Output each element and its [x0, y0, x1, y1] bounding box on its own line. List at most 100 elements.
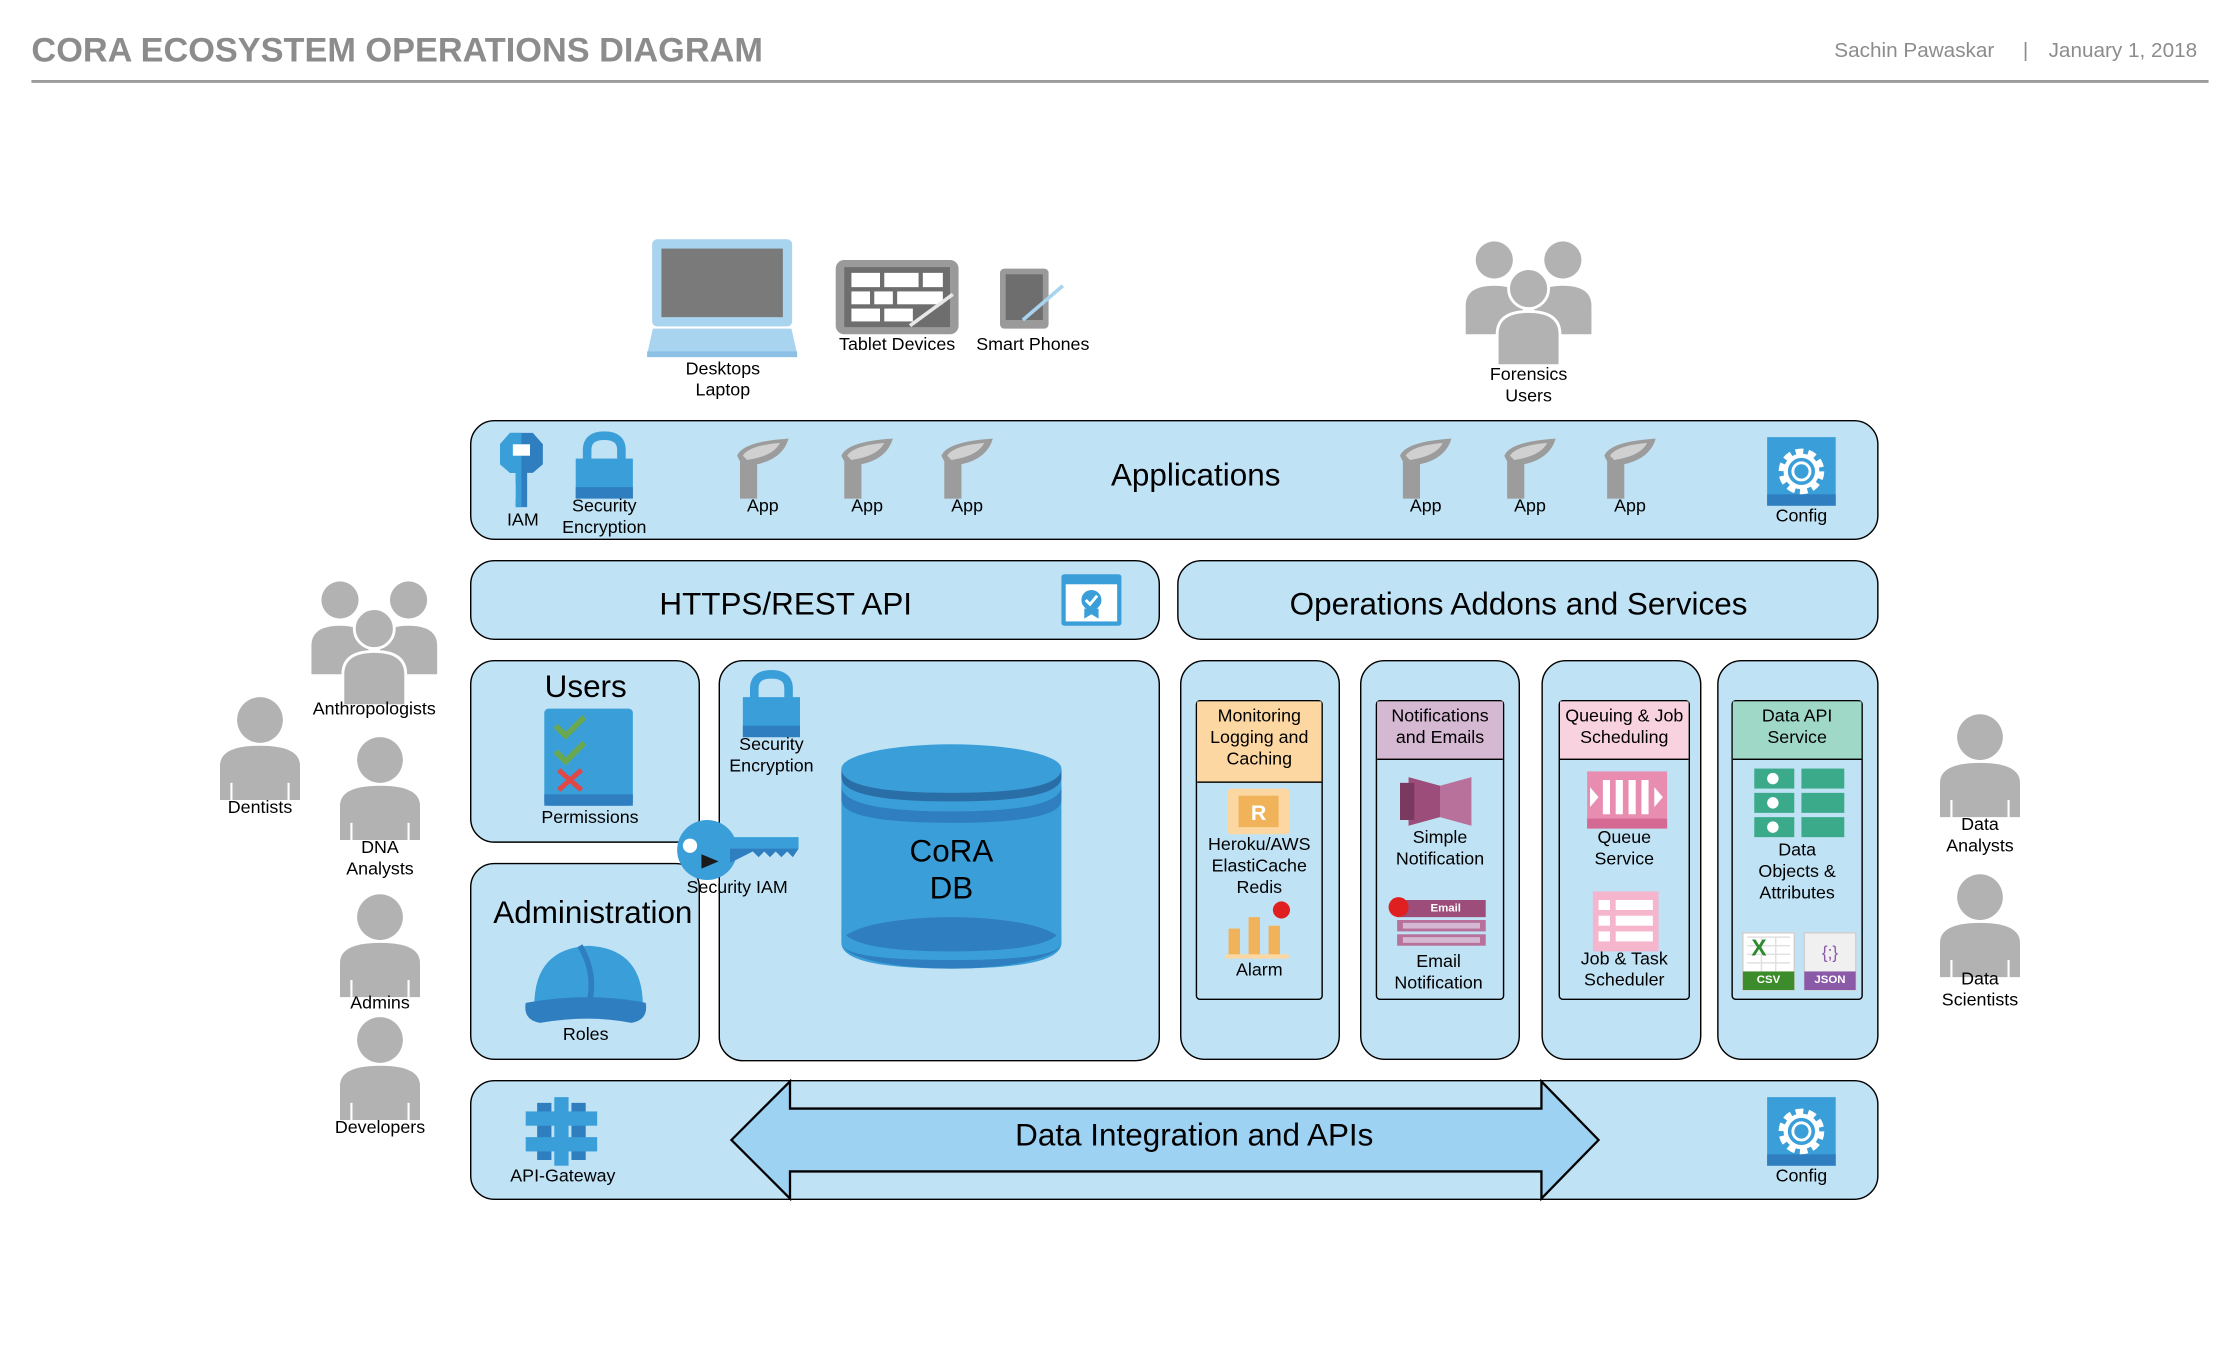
data-integration-title: Data Integration and APIs — [1015, 1117, 1374, 1153]
operations-addons-panel — [1177, 559, 1879, 640]
dataapi-header-line: Data API — [1761, 705, 1833, 726]
monitoring-header-line: Caching — [1226, 748, 1293, 769]
dentist-person-icon — [219, 697, 300, 800]
alarm-label: Alarm — [1235, 959, 1283, 980]
api-gateway-label: API-Gateway — [510, 1165, 616, 1186]
app-icon — [737, 438, 789, 499]
dataapi-card-header: Data API Service — [1732, 701, 1862, 760]
integration-config-label: Config — [1775, 1165, 1828, 1186]
admin-person-icon — [339, 894, 420, 998]
data-scientists-label-2: Scientists — [1941, 989, 2019, 1010]
config-label: Config — [1775, 505, 1828, 526]
config-gear-icon — [1767, 437, 1836, 506]
dna-analysts-label-1: DNA — [361, 837, 399, 858]
email-notification-label-1: Email — [1416, 951, 1461, 972]
header-rule — [31, 79, 2209, 83]
data-objects-table-icon — [1754, 768, 1845, 838]
author-name: Sachin Pawaskar — [1834, 39, 1995, 63]
email-badge-label: Email — [1430, 901, 1461, 915]
queue-service-icon — [1587, 771, 1668, 829]
job-scheduler-label-2: Scheduler — [1584, 969, 1665, 990]
csv-label: CSV — [1756, 972, 1781, 986]
app-label: App — [1514, 495, 1546, 516]
notifications-header-line: Notifications — [1391, 705, 1489, 726]
simple-notification-label-2: Notification — [1395, 848, 1485, 869]
api-gateway-icon — [525, 1097, 598, 1166]
app-icon — [1399, 438, 1452, 499]
csv-file-icon: X — [1742, 932, 1795, 991]
users-title: Users — [544, 668, 627, 705]
notifications-card-header: Notifications and Emails — [1377, 701, 1503, 760]
cora-database-icon — [841, 744, 1062, 969]
db-security-label-1: Security — [739, 734, 804, 755]
admins-label: Admins — [350, 992, 410, 1013]
job-scheduler-label-1: Job & Task — [1580, 948, 1668, 969]
security-iam-label: Security IAM — [686, 877, 788, 898]
monitoring-header-line: Monitoring — [1217, 705, 1301, 726]
dna-analyst-person-icon — [339, 737, 420, 840]
monitoring-card-header: Monitoring Logging and Caching — [1197, 701, 1322, 783]
data-analyst-person-icon — [1939, 714, 2020, 818]
notifications-header-line: and Emails — [1395, 727, 1485, 748]
double-arrow-icon — [729, 1078, 1601, 1202]
anthropologists-group-icon — [311, 581, 438, 708]
app-icon — [941, 438, 993, 499]
app-label: App — [851, 495, 884, 516]
queuing-header-line: Scheduling — [1580, 727, 1669, 748]
data-scientist-person-icon — [1939, 874, 2020, 978]
redis-label-3: Redis — [1236, 877, 1283, 898]
hard-hat-roles-icon — [525, 944, 647, 1023]
roles-label: Roles — [562, 1024, 609, 1045]
https-rest-api-panel — [469, 559, 1160, 640]
sns-notification-icon — [1399, 777, 1472, 826]
administration-title: Administration — [493, 894, 693, 930]
applications-title: Applications — [1110, 457, 1281, 493]
security-iam-key-icon — [677, 819, 799, 880]
header-separator: | — [2022, 39, 2029, 63]
svg-text:X: X — [1751, 935, 1767, 961]
forensics-label-2: Users — [1505, 385, 1552, 406]
https-rest-api-title: HTTPS/REST API — [659, 585, 913, 622]
app-icon — [1504, 438, 1556, 499]
app-label: App — [1409, 495, 1442, 516]
security-label-2: Encryption — [562, 517, 647, 538]
desktop-label-2: Laptop — [695, 379, 751, 400]
json-glyph: {;} — [1821, 942, 1839, 963]
db-security-label-2: Encryption — [729, 755, 814, 776]
data-objects-label-3: Attributes — [1759, 882, 1835, 903]
redis-label-2: ElastiCache — [1211, 855, 1307, 876]
dna-analysts-label-2: Analysts — [346, 858, 414, 879]
app-label: App — [951, 495, 984, 516]
certificate-window-icon — [1061, 574, 1122, 626]
developers-label: Developers — [334, 1117, 426, 1138]
svg-text:R: R — [1251, 801, 1267, 825]
data-objects-label-1: Data — [1778, 839, 1817, 860]
queuing-card-header: Queuing & Job Scheduling — [1559, 701, 1689, 760]
simple-notification-label-1: Simple — [1412, 827, 1468, 848]
data-analysts-label-1: Data — [1961, 814, 1999, 835]
app-icon — [841, 438, 893, 499]
alarm-icon — [1225, 901, 1290, 959]
dentists-label: Dentists — [227, 797, 293, 818]
dataapi-header-line: Service — [1767, 727, 1827, 748]
redis-label-1: Heroku/AWS — [1208, 834, 1311, 855]
app-label: App — [746, 495, 779, 516]
developer-person-icon — [339, 1017, 420, 1120]
queuing-card: Queuing & Job Scheduling — [1558, 699, 1690, 1000]
data-analysts-label-2: Analysts — [1946, 835, 2014, 856]
security-lock-icon — [742, 669, 800, 738]
forensics-users-icon — [1465, 241, 1592, 368]
email-notification-label-2: Notification — [1394, 972, 1483, 993]
config-gear-icon — [1767, 1097, 1836, 1166]
json-file-icon — [1803, 932, 1857, 991]
page-title: CORA ECOSYSTEM OPERATIONS DIAGRAM — [31, 31, 763, 70]
queue-service-label-1: Queue — [1597, 827, 1652, 848]
cora-db-label-2: DB — [929, 869, 974, 906]
security-label-1: Security — [572, 495, 637, 516]
operations-addons-title: Operations Addons and Services — [1289, 585, 1748, 622]
iam-label: IAM — [506, 509, 539, 530]
app-icon — [1604, 438, 1656, 499]
iam-key-icon — [499, 432, 543, 508]
queuing-header-line: Queuing & Job — [1565, 705, 1684, 726]
email-notification-icon — [1388, 897, 1486, 946]
